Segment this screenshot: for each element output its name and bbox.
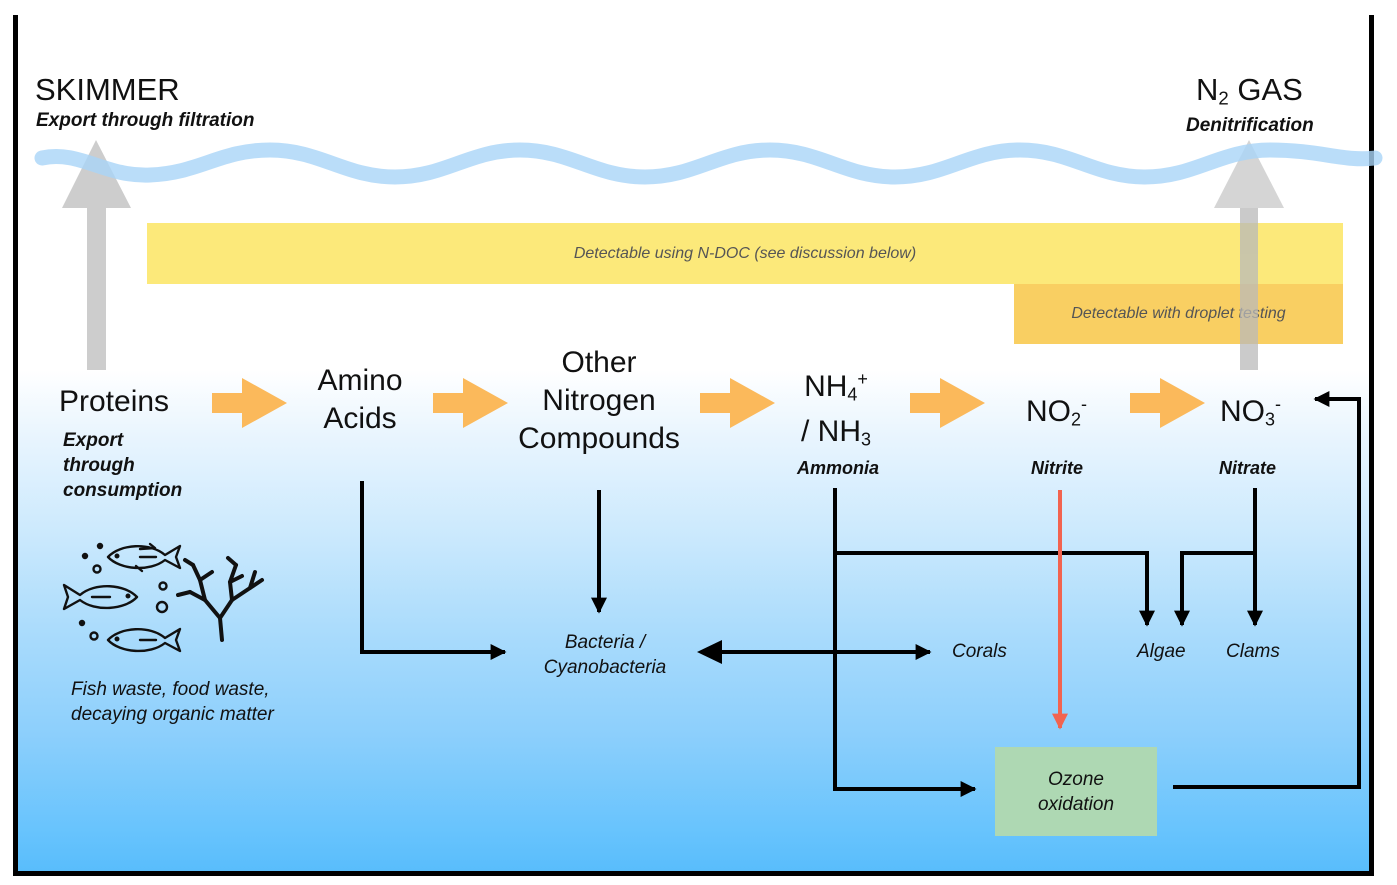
process-arrows [212, 378, 1205, 428]
arrow-ammonia-to-ozone [833, 488, 977, 797]
arrow-proteins-to-amino [212, 378, 287, 428]
bacteria-label: Bacteria / Cyanobacteria [543, 632, 667, 678]
arrow-other-to-ammonia [700, 378, 775, 428]
skimmer-export-arrow [62, 140, 131, 370]
arrow-ammonia-to-nitrite [910, 378, 985, 428]
n2-gas-title: N2 GAS [1196, 72, 1303, 109]
arrow-amino-to-bacteria [360, 481, 507, 660]
fish-and-coral-icon [62, 542, 264, 653]
skimmer-title: SKIMMER [35, 72, 180, 107]
node-nitrate: NO3- [1220, 394, 1282, 430]
water-surface-wave [34, 142, 1383, 185]
node-nitrite: NO2- [1026, 394, 1088, 430]
arrowhead-to-bacteria-left [697, 640, 722, 664]
node-proteins: Proteins [59, 385, 170, 418]
arrow-ozone-to-nitrate [1173, 391, 1361, 789]
arrow-nitrate-to-algae [1174, 551, 1255, 627]
node-amino-acids: Amino Acids [317, 364, 403, 435]
corals-label: Corals [952, 641, 1007, 662]
ammonia-caption: Ammonia [797, 458, 880, 478]
arrow-ammonia-to-algae [835, 551, 1155, 627]
arrow-nitrite-to-nitrate [1130, 378, 1205, 428]
proteins-note: Export through consumption [63, 430, 183, 501]
node-ammonia: NH4+ / NH3 [800, 369, 871, 450]
waste-sources-caption: Fish waste, food waste, decaying organic… [71, 679, 274, 725]
ozone-oxidation-box: Ozone oxidation [995, 747, 1157, 836]
clams-label: Clams [1226, 641, 1280, 662]
ndoc-band-label: Detectable using N-DOC (see discussion b… [573, 244, 917, 262]
node-other-nitrogen-compounds: Other Nitrogen Compounds [518, 346, 680, 455]
nitrite-caption: Nitrite [1031, 458, 1084, 478]
droplet-band-label: Detectable with droplet testing [1071, 305, 1286, 322]
denitrification-arrow [1214, 140, 1284, 370]
nitrate-caption: Nitrate [1219, 458, 1277, 478]
skimmer-subtitle: Export through filtration [36, 110, 255, 131]
n2-gas-subtitle: Denitrification [1186, 115, 1314, 136]
arrow-amino-to-other [433, 378, 508, 428]
ndoc-detection-band: Detectable using N-DOC (see discussion b… [147, 223, 1343, 284]
droplet-detection-band: Detectable with droplet testing [1014, 284, 1343, 344]
algae-label: Algae [1137, 641, 1186, 662]
